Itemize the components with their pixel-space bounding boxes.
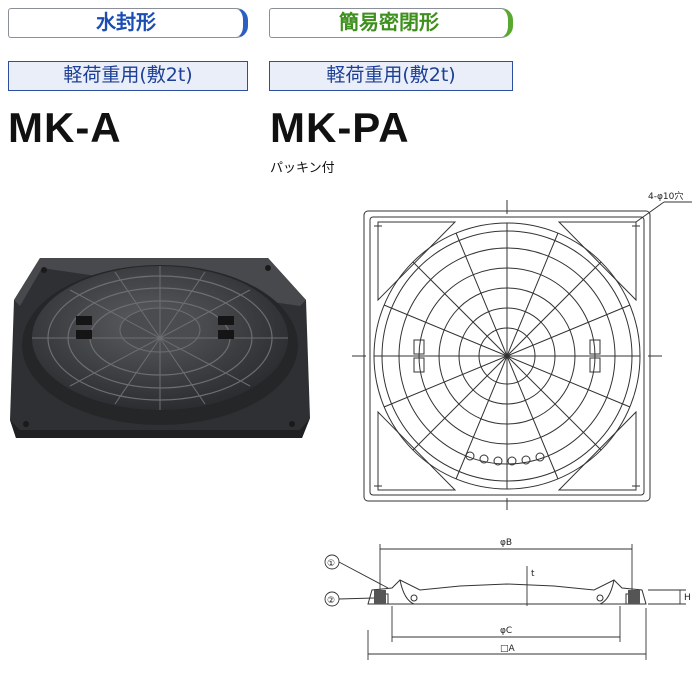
dim-t-label: t xyxy=(531,569,535,579)
dim-h-label: H xyxy=(684,593,691,603)
load-rating-label-right: 軽荷重用(敷2t) xyxy=(269,61,513,91)
category-tag-water-seal: 水封形 xyxy=(8,8,248,38)
packing-note: パッキン付 xyxy=(270,161,335,176)
callout-1-label: ① xyxy=(327,559,335,569)
load-rating-label-left: 軽荷重用(敷2t) xyxy=(8,61,248,91)
callout-2-label: ② xyxy=(327,596,335,606)
category-tag-simple-sealed: 簡易密閉形 xyxy=(269,8,513,38)
hole-spec-label: 4-φ10穴 xyxy=(648,190,683,202)
model-name-mk-a: MK-A xyxy=(8,104,122,151)
dim-a-label: □A xyxy=(500,644,516,654)
dim-b-label: φB xyxy=(500,538,512,548)
dim-c-label: φC xyxy=(500,626,512,636)
model-name-mk-pa: MK-PA xyxy=(270,104,410,151)
